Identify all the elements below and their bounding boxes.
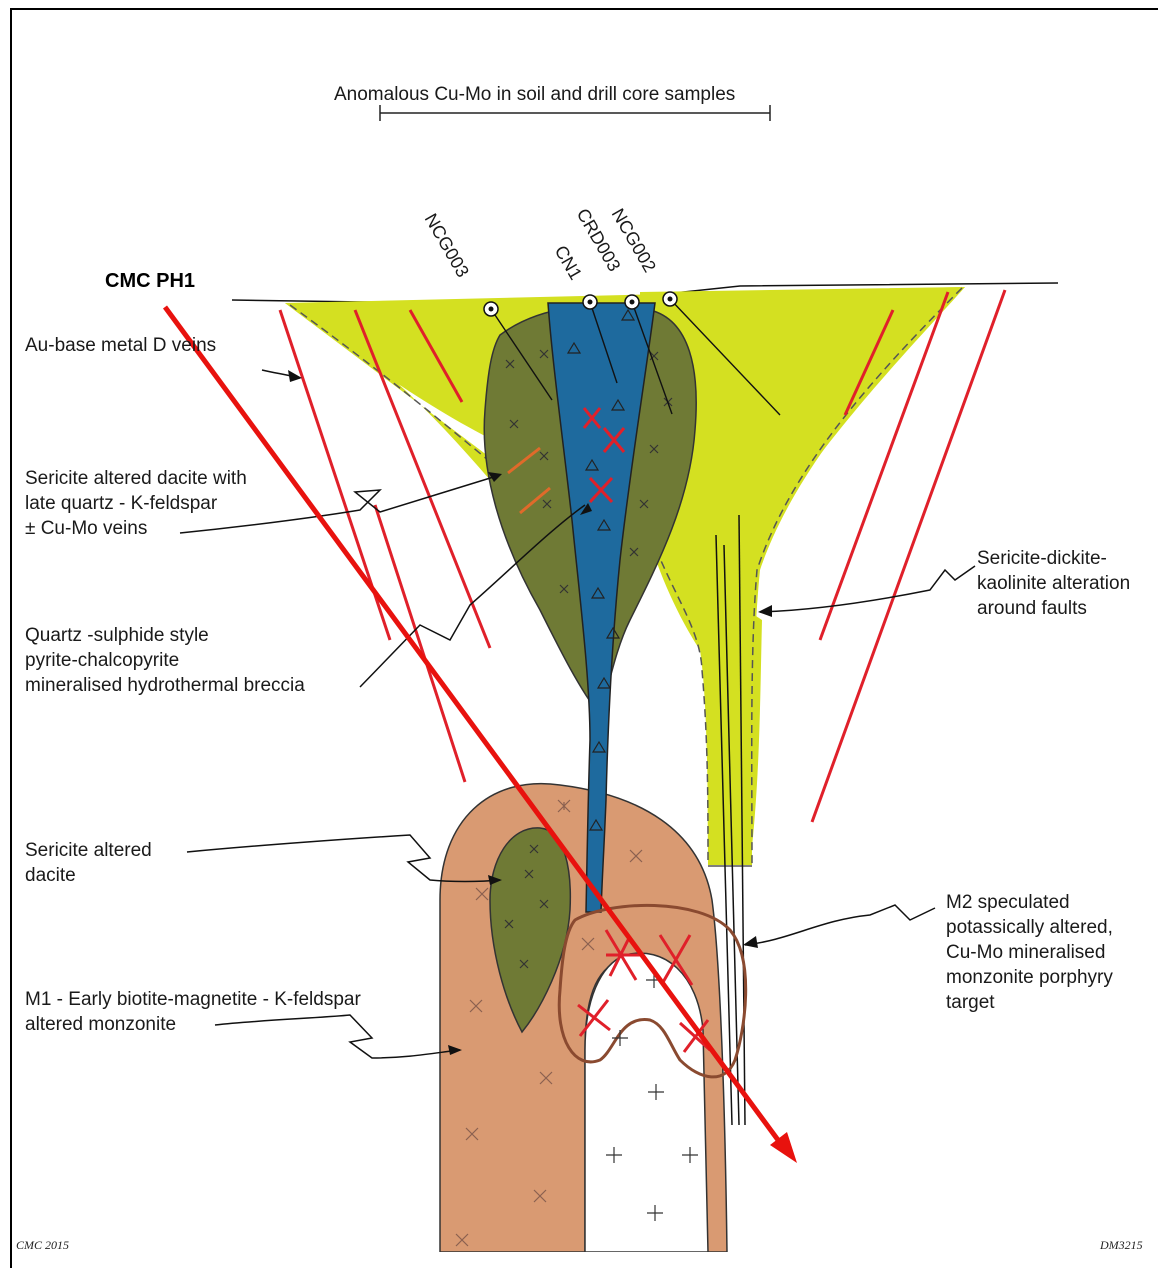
label-breccia: Quartz -sulphide style pyrite-chalcopyri…	[25, 623, 305, 698]
label-sericite-dacite-veins: Sericite altered dacite with late quartz…	[25, 466, 247, 541]
diagram-title: Anomalous Cu-Mo in soil and drill core s…	[334, 82, 735, 107]
section-label: CMC PH1	[105, 270, 195, 293]
label-m2-target: M2 speculated potassically altered, Cu-M…	[946, 890, 1113, 1015]
label-sericite-dickite: Sericite-dickite- kaolinite alteration a…	[977, 546, 1130, 621]
monzonite-porphyry-core	[585, 953, 708, 1252]
label-au-veins: Au-base metal D veins	[25, 333, 216, 358]
label-m1-monzonite: M1 - Early biotite-magnetite - K-feldspa…	[25, 987, 361, 1037]
label-sericite-dacite: Sericite altered dacite	[25, 838, 152, 888]
anomaly-range-bar	[380, 105, 770, 121]
footer-left: CMC 2015	[16, 1238, 69, 1253]
footer-right: DM3215	[1100, 1238, 1143, 1253]
